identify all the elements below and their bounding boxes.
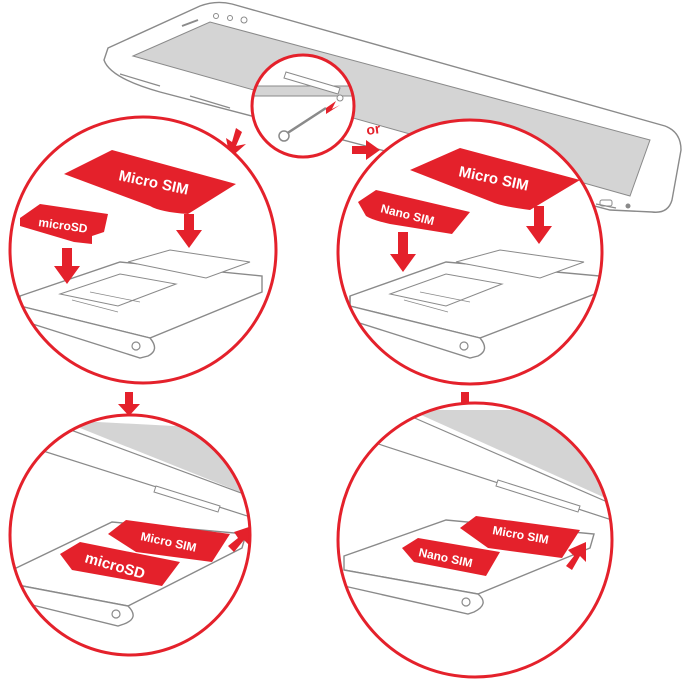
down-arrow-icon-micro-sim bbox=[176, 214, 202, 248]
micro-sim-card bbox=[460, 516, 580, 558]
or-label: or bbox=[365, 120, 382, 138]
micro-sim-card bbox=[64, 150, 236, 214]
microsd-card bbox=[20, 204, 108, 244]
step-right-insert-cards: Micro SIM Nano SIM bbox=[336, 118, 604, 386]
step-right-push-tray: Micro SIM Nano SIM bbox=[336, 401, 614, 679]
sim-tray-icon bbox=[349, 249, 601, 359]
eject-pin-circle bbox=[250, 53, 356, 159]
down-arrow-icon-right-connector bbox=[352, 140, 380, 160]
eject-pin-icon bbox=[278, 106, 327, 142]
micro-sim-card bbox=[410, 148, 580, 210]
push-in-arrow-icon bbox=[228, 526, 250, 552]
insert-pin-arrow-icon bbox=[326, 101, 340, 114]
down-arrow-icon-nano-sim bbox=[390, 232, 416, 272]
microsd-label: microSD bbox=[38, 215, 89, 236]
step-left-insert-cards: Micro SIM microSD bbox=[8, 115, 278, 385]
sim-tray-icon bbox=[19, 249, 263, 359]
nano-sim-card bbox=[402, 538, 500, 576]
down-arrow-icon-micro-sim bbox=[526, 206, 552, 244]
step-left-push-tray: Micro SIM microSD bbox=[8, 413, 252, 657]
micro-sim-card bbox=[108, 520, 230, 562]
nano-sim-card bbox=[358, 190, 470, 234]
down-arrow-icon-left-step bbox=[118, 392, 140, 416]
microsd-card bbox=[60, 542, 180, 586]
down-arrow-icon-microsd bbox=[54, 248, 80, 284]
push-in-arrow-icon bbox=[566, 542, 586, 570]
